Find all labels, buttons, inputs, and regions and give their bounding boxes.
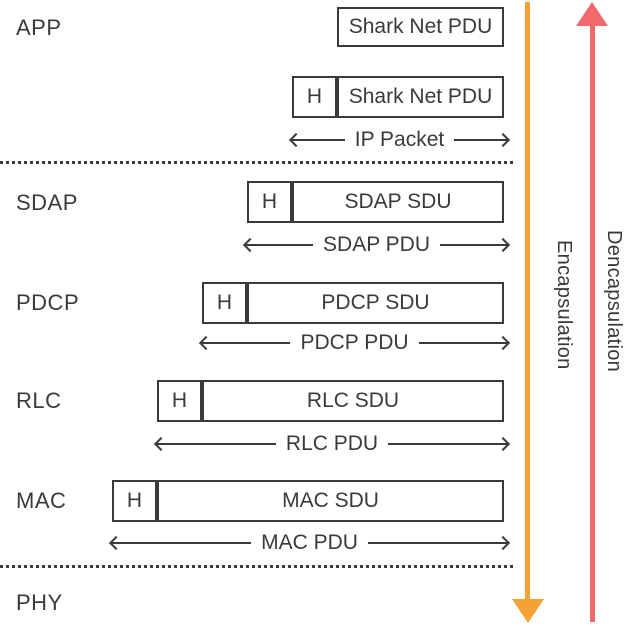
arrow-line [454,132,511,148]
layer-divider-bottom [0,565,513,568]
mac-header-cell: H [112,480,157,522]
arrow-label: RLC PDU [285,432,379,455]
arrowhead-left-icon [153,436,169,452]
ip-packet-span-arrow: IP Packet [288,125,511,155]
layer-label-app: APP [16,15,62,40]
rlc-header-cell: H [157,380,202,422]
app-pdu-box: Shark Net PDU [337,7,504,47]
arrowhead-right-icon [495,335,511,351]
arrow-line [198,335,291,351]
arrowhead-up-icon [576,2,608,26]
arrowhead-left-icon [288,132,304,148]
layer-label-pdcp: PDCP [16,290,80,315]
rlc-pdu-span-arrow: RLC PDU [153,429,511,459]
arrow-label: SDAP PDU [323,233,430,256]
sdap-pdu-span-arrow: SDAP PDU [242,230,511,260]
arrow-label: PDCP PDU [300,331,409,354]
arrowhead-right-icon [495,237,511,253]
dencapsulation-arrow [590,24,595,622]
arrow-line [440,237,511,253]
layer-label-rlc: RLC [16,388,62,413]
arrow-line [242,237,314,253]
mac-pdu-span-arrow: MAC PDU [108,528,511,558]
arrow-line [153,436,276,452]
arrowhead-right-icon [495,132,511,148]
arrowhead-down-icon [512,599,544,623]
arrowhead-left-icon [242,237,258,253]
pdcp-sdu-cell: PDCP SDU [247,282,504,324]
arrow-line [108,535,252,551]
pdcp-pdu-span-arrow: PDCP PDU [198,328,511,358]
layer-label-phy: PHY [16,590,63,615]
arrow-line [388,436,511,452]
arrow-label: MAC PDU [261,531,358,554]
arrowhead-left-icon [198,335,214,351]
layer-label-mac: MAC [16,488,67,513]
pdcp-header-cell: H [202,282,247,324]
rlc-sdu-cell: RLC SDU [202,380,504,422]
layer-divider-top [0,161,513,164]
sdap-sdu-cell: SDAP SDU [292,181,504,223]
arrow-label: IP Packet [354,128,445,151]
dencapsulation-label: Dencapsulation [603,230,625,373]
arrowhead-left-icon [108,535,124,551]
arrow-line [367,535,511,551]
arrowhead-right-icon [495,535,511,551]
arrow-line [418,335,511,351]
mac-sdu-cell: MAC SDU [157,480,504,522]
encapsulation-label: Encapsulation [553,240,575,370]
sdap-header-cell: H [247,181,292,223]
layer-label-sdap: SDAP [16,190,78,215]
ip-header-cell: H [292,76,337,118]
arrow-line [288,132,345,148]
arrowhead-right-icon [495,436,511,452]
ip-payload-cell: Shark Net PDU [337,76,504,118]
encapsulation-arrow [525,2,530,600]
